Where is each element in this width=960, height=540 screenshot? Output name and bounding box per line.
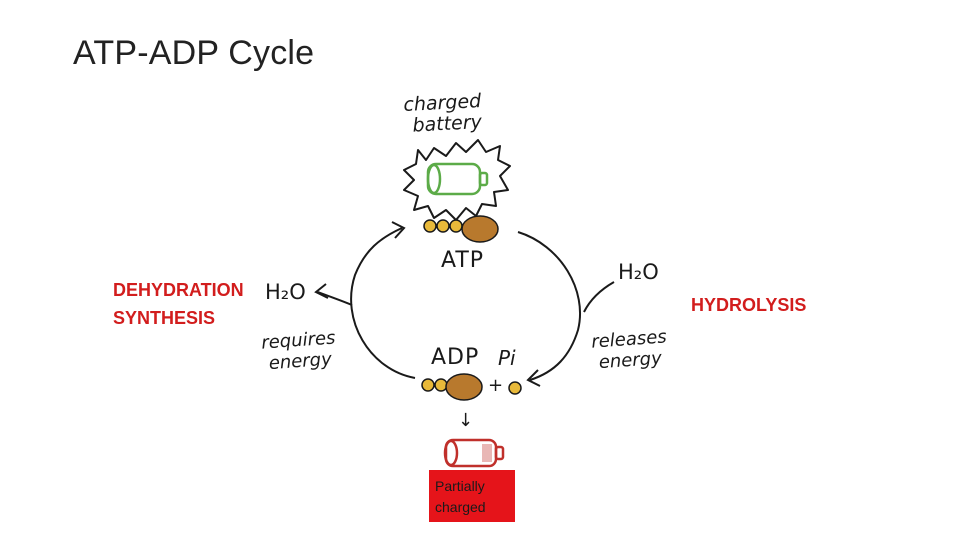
h2o-right-arrow	[583, 281, 615, 313]
slide-title: ATP-ADP Cycle	[73, 34, 315, 72]
charged-battery-label: charged battery	[402, 89, 483, 137]
h2o-left-arrowhead-icon	[314, 283, 329, 299]
dehydration-synthesis-label: DEHYDRATION SYNTHESIS	[113, 280, 244, 328]
pi-label: Pi	[498, 346, 516, 370]
adp-molecule-icon	[421, 373, 483, 401]
partial-battery-icon	[443, 438, 505, 468]
left-arrowhead-icon	[391, 221, 406, 239]
h2o-left-label: H₂O	[265, 280, 306, 304]
down-arrow-icon: ↓	[458, 410, 474, 431]
starburst-icon	[403, 139, 511, 221]
right-cycle-arrow	[517, 231, 581, 381]
atp-label: ATP	[441, 248, 485, 273]
plus-sign: +	[488, 375, 504, 396]
h2o-right-label: H₂O	[618, 260, 659, 284]
partially-charged-callout	[429, 470, 515, 522]
free-phosphate-icon	[508, 381, 522, 395]
requires-energy-label: requires energy	[260, 327, 337, 375]
hydrolysis-label: HYDROLYSIS	[691, 295, 807, 315]
releases-energy-label: releases energy	[590, 326, 668, 374]
h2o-left-arrow	[317, 291, 353, 306]
charged-battery-icon	[426, 162, 489, 196]
atp-molecule-icon	[423, 215, 499, 243]
right-arrowhead-icon	[526, 369, 541, 387]
partially-charged-text: Partially charged	[435, 478, 486, 515]
adp-label: ADP	[431, 345, 480, 370]
left-cycle-arrow	[350, 227, 416, 379]
